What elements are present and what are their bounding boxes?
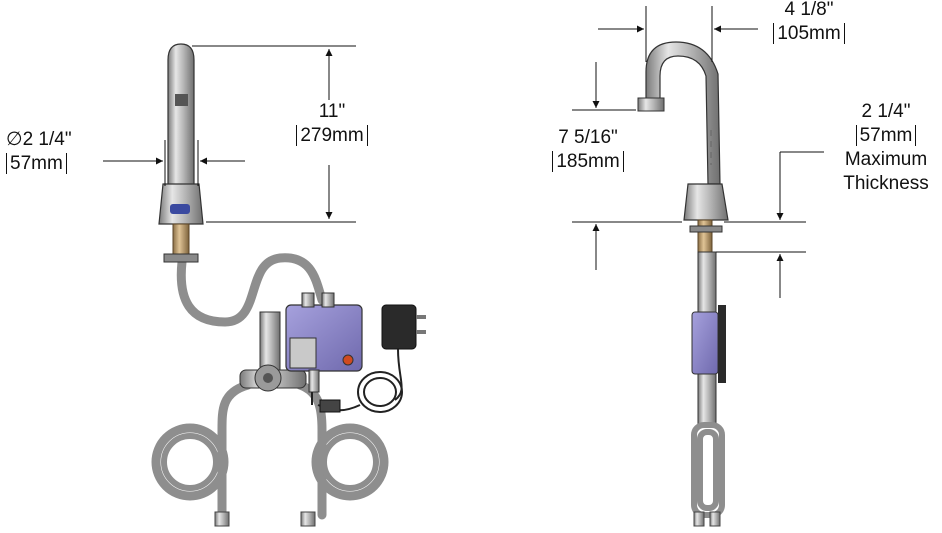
height-dimension-lines [192, 45, 356, 223]
side-shank [697, 219, 713, 253]
thickness-mm: 57mm [855, 125, 917, 146]
reach-label: 4 1/8" 105mm [758, 0, 860, 46]
sensor-window [170, 204, 190, 214]
side-mount-nut [689, 225, 723, 233]
spout-height-label: 7 5/16" 185mm [536, 126, 640, 174]
fitting-left [214, 511, 230, 527]
spout-height-dimension-lines [572, 62, 682, 270]
height-label: 11" 279mm [286, 100, 378, 148]
aerator-mark [175, 94, 188, 106]
reach-in: 4 1/8" [784, 0, 834, 20]
side-fitting-right [709, 511, 721, 527]
diameter-symbol: ∅ [6, 129, 23, 150]
fitting-right [300, 511, 316, 527]
reach-mm: 105mm [773, 23, 845, 44]
power-adapter [381, 304, 426, 350]
spout-height-in: 7 5/16" [558, 127, 618, 148]
mixing-valve [239, 311, 307, 392]
cord-connector [319, 399, 341, 413]
side-aerator [637, 97, 665, 112]
side-hose-coil [691, 422, 725, 518]
thickness-in: 2 1/4" [861, 101, 911, 122]
reach-dimension-lines [598, 6, 758, 62]
control-box [285, 292, 363, 393]
side-fitting-left [693, 511, 705, 527]
side-view [572, 6, 824, 527]
thickness-label: 2 1/4" 57mm Maximum Thickness [830, 100, 942, 196]
front-spout [167, 43, 195, 187]
spout-height-mm: 185mm [552, 151, 624, 172]
diameter-in: 2 1/4" [22, 129, 72, 150]
side-supply-tube [697, 251, 717, 313]
side-valve [697, 373, 717, 425]
thickness-line2: Thickness [843, 173, 929, 194]
shank [172, 223, 190, 259]
side-spout [645, 41, 721, 185]
thickness-dimension-lines [716, 151, 824, 298]
mount-nut [163, 253, 199, 263]
front-view [103, 43, 426, 527]
height-in: 11" [318, 101, 346, 122]
side-bracket [718, 305, 726, 383]
height-mm: 279mm [296, 125, 368, 146]
thickness-line1: Maximum [844, 149, 928, 170]
diameter-label: ∅2 1/4" 57mm [6, 128, 72, 176]
side-control-box [691, 311, 719, 375]
side-base [683, 183, 729, 221]
diameter-mm: 57mm [6, 153, 67, 174]
diameter-dimension-lines [103, 140, 245, 186]
